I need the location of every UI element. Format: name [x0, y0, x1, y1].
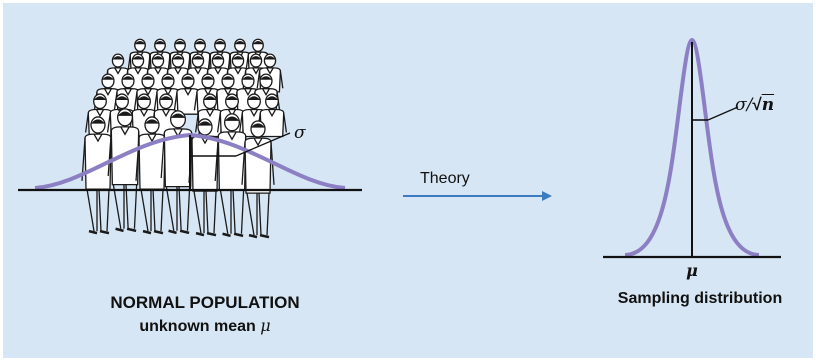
theory-label: Theory: [420, 170, 470, 187]
person-figure: [81, 116, 115, 235]
person-figure: [173, 73, 203, 115]
standard-error-label: σ/√n: [735, 95, 774, 115]
sigma-label: σ: [294, 123, 306, 143]
person-figure: [241, 120, 275, 239]
se-n: n: [761, 95, 775, 115]
person-figure: [160, 110, 196, 235]
sampling-mean-label: μ: [686, 261, 698, 280]
person-figure: [256, 93, 288, 138]
sampling-title: Sampling distribution: [617, 290, 783, 307]
population-mean-symbol: μ: [260, 316, 271, 335]
population-subtitle: unknown mean μ: [40, 316, 370, 336]
crowd-illustration: [81, 38, 288, 239]
population-subtitle-text: unknown mean: [139, 318, 261, 335]
population-title: NORMAL POPULATION: [110, 293, 300, 312]
sampling-curve: [624, 37, 760, 257]
theory-arrow-head: [542, 191, 552, 201]
person-figure: [135, 116, 169, 235]
se-prefix: σ/: [735, 95, 753, 115]
se-root: √: [752, 95, 762, 114]
sigma-leader-line: [235, 132, 291, 157]
se-leader-line: [707, 106, 739, 121]
